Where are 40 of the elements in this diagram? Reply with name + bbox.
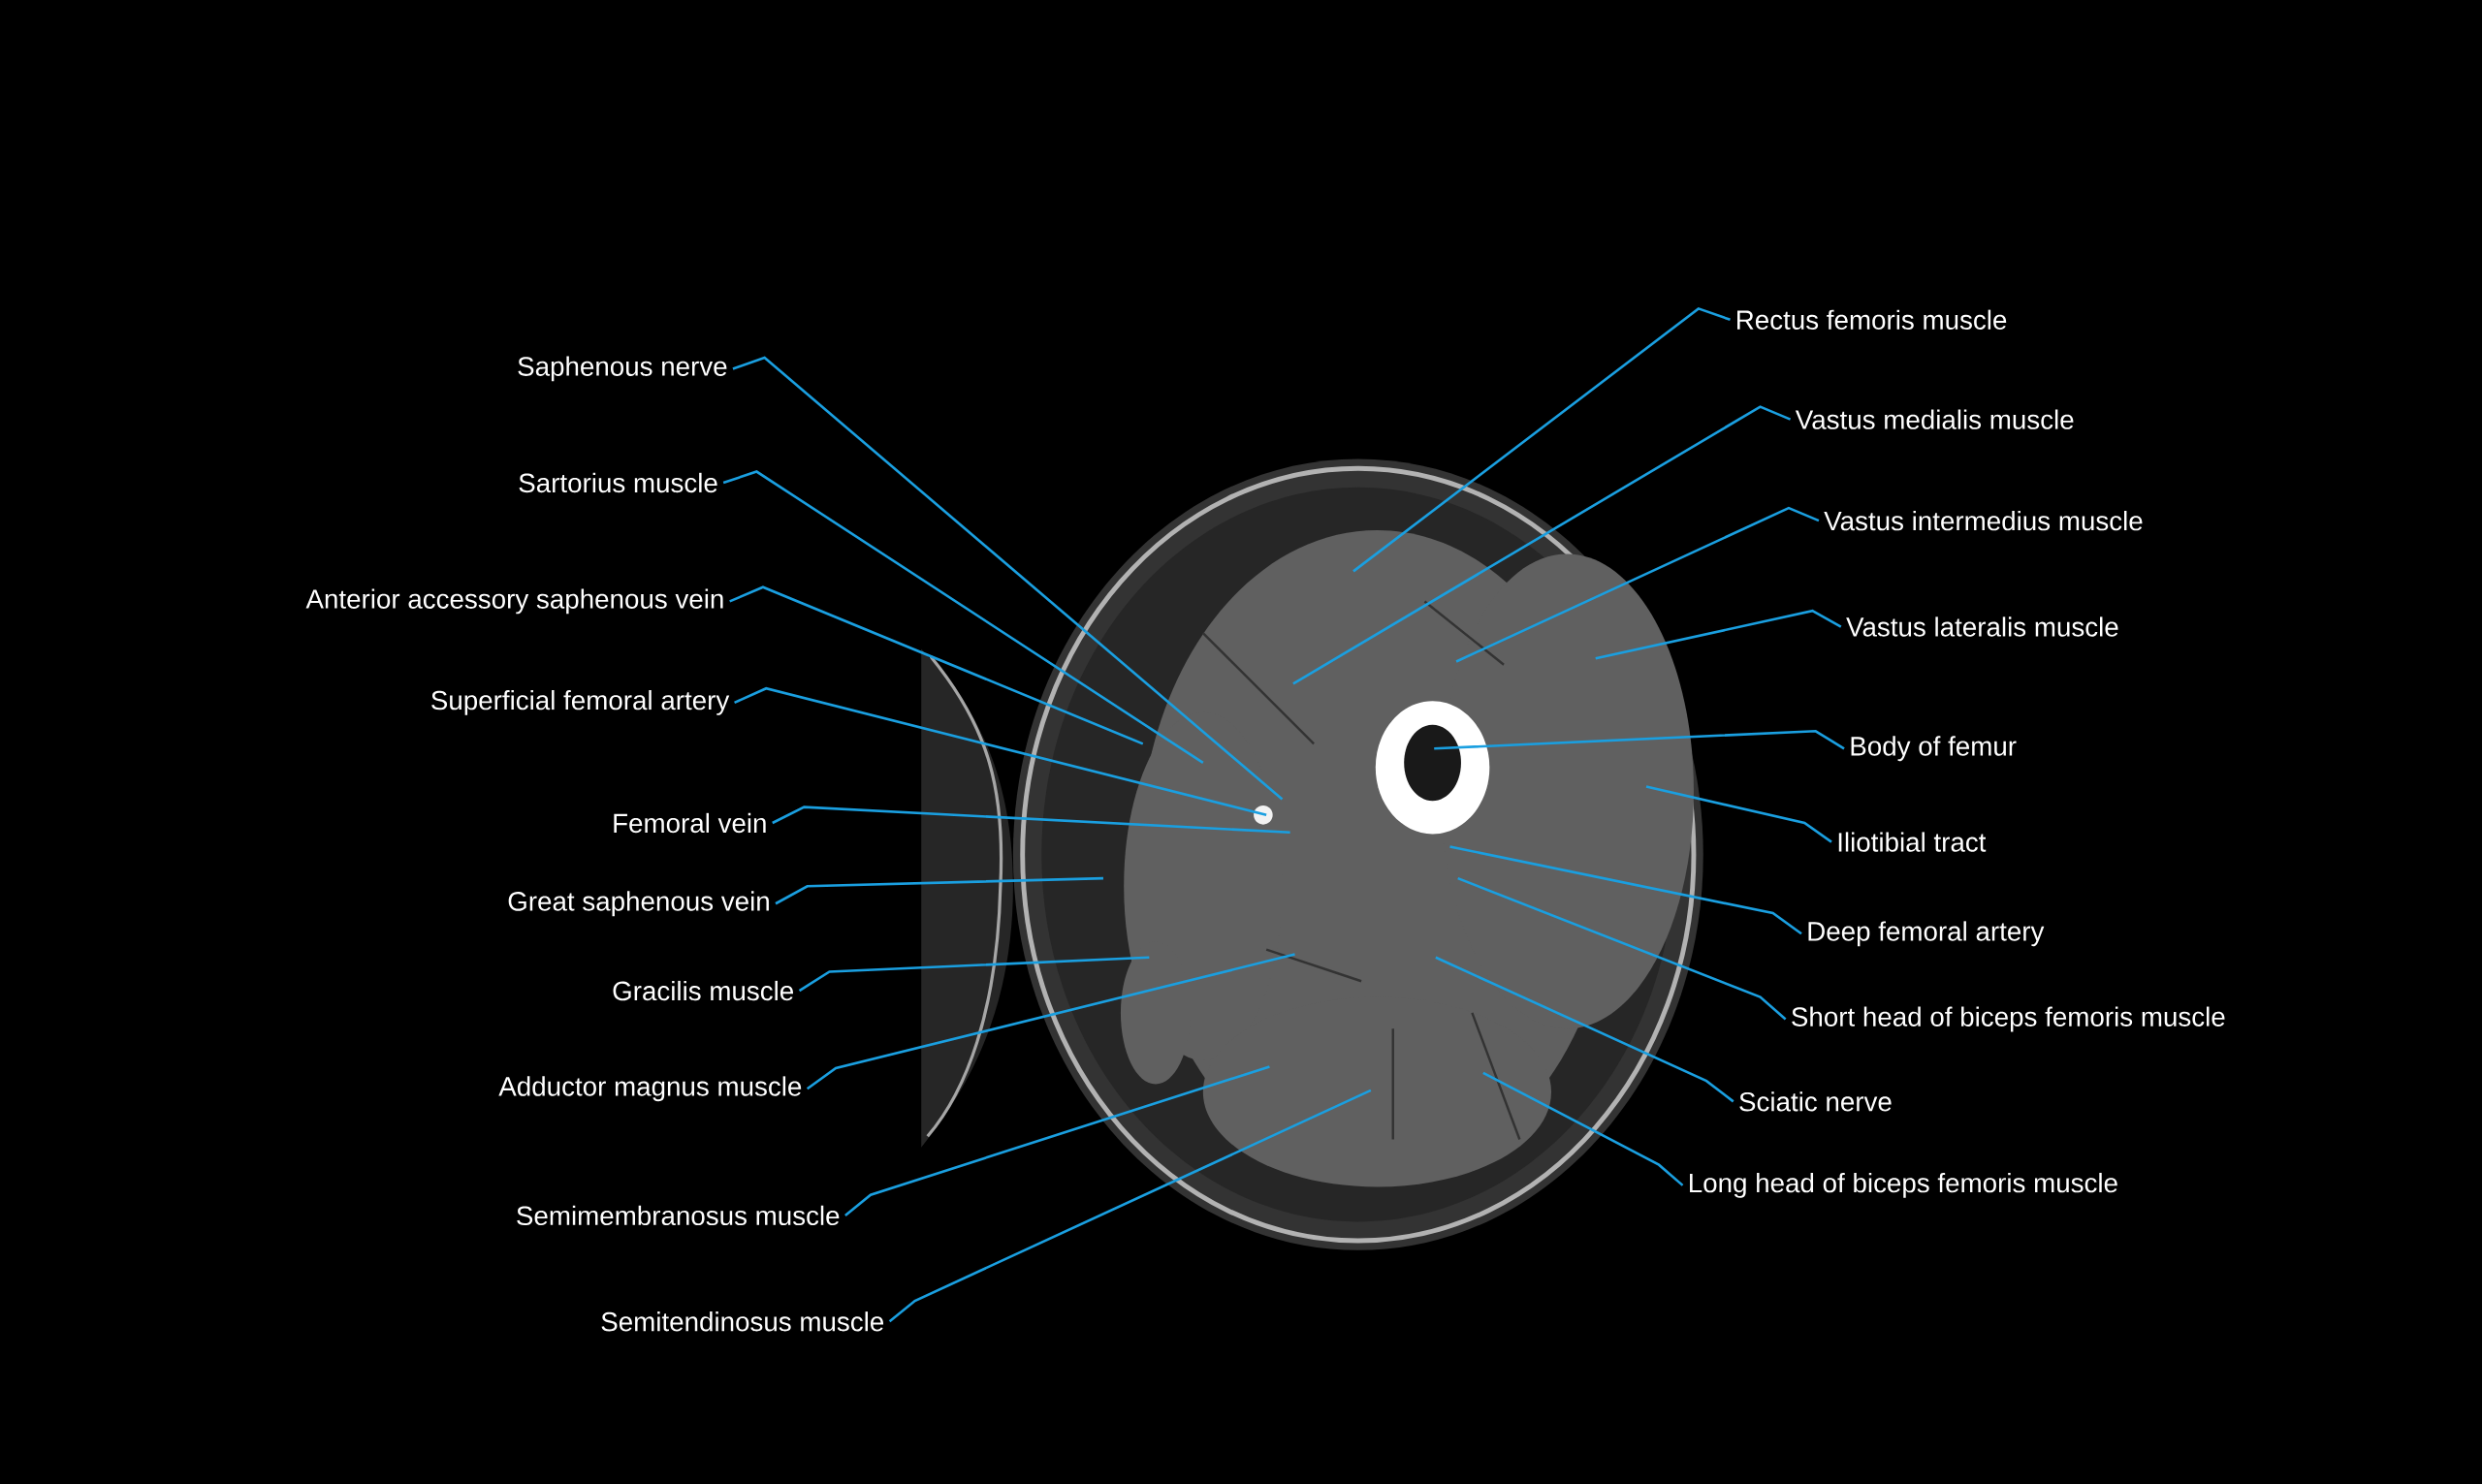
structure-label: Femoral vein bbox=[614, 812, 766, 833]
structure-label: Sartorius muscle bbox=[519, 472, 717, 492]
leader-line bbox=[1434, 729, 1845, 750]
leader-line bbox=[772, 805, 1290, 834]
leader-line bbox=[1292, 404, 1792, 685]
structure-label: Vastus lateralis muscle bbox=[1846, 616, 2118, 637]
structure-label: Long head of biceps femoris muscle bbox=[1690, 1172, 2117, 1198]
structure-label: Anterior accessory saphenous vein bbox=[305, 588, 723, 615]
leader-line bbox=[798, 956, 1150, 992]
leader-line bbox=[1435, 956, 1734, 1103]
leader-line bbox=[1645, 784, 1832, 843]
structure-label: Semimembranosus muscle bbox=[517, 1205, 840, 1225]
structure-label: Gracilis muscle bbox=[613, 980, 793, 1001]
structure-label: Great saphenous vein bbox=[508, 891, 769, 916]
leader-line bbox=[1455, 506, 1820, 663]
structure-label: Saphenous nerve bbox=[518, 356, 727, 382]
leader-line bbox=[1449, 845, 1802, 935]
structure-label: Rectus femoris muscle bbox=[1737, 309, 2007, 330]
structure-label: Superficial femoral artery bbox=[431, 689, 730, 715]
leader-line bbox=[729, 585, 1144, 745]
structure-label: Semitendinosus muscle bbox=[601, 1310, 884, 1332]
leader-line bbox=[732, 356, 1284, 801]
structure-label: Iliotibial tract bbox=[1838, 832, 1987, 852]
leader-line bbox=[775, 876, 1103, 905]
leader-line bbox=[844, 1064, 1270, 1216]
leader-line bbox=[806, 953, 1295, 1090]
leader-line bbox=[1482, 1071, 1684, 1186]
structure-label: Vastus medialis muscle bbox=[1795, 409, 2074, 429]
leader-line bbox=[722, 469, 1204, 764]
structure-label: Deep femoral artery bbox=[1808, 921, 2045, 946]
leader-line bbox=[1352, 306, 1731, 573]
structure-label: Vastus intermedius muscle bbox=[1824, 510, 2143, 531]
leader-line bbox=[1457, 876, 1787, 1021]
structure-label: Adductor magnus muscle bbox=[498, 1076, 802, 1101]
leader-line bbox=[734, 686, 1267, 816]
leader-line bbox=[888, 1089, 1372, 1323]
leader-line bbox=[1595, 609, 1842, 660]
structure-label: Body of femur bbox=[1851, 736, 2017, 761]
structure-label: Short head of biceps femoris muscle bbox=[1792, 1006, 2225, 1032]
structure-label: Sciatic nerve bbox=[1739, 1090, 1892, 1112]
